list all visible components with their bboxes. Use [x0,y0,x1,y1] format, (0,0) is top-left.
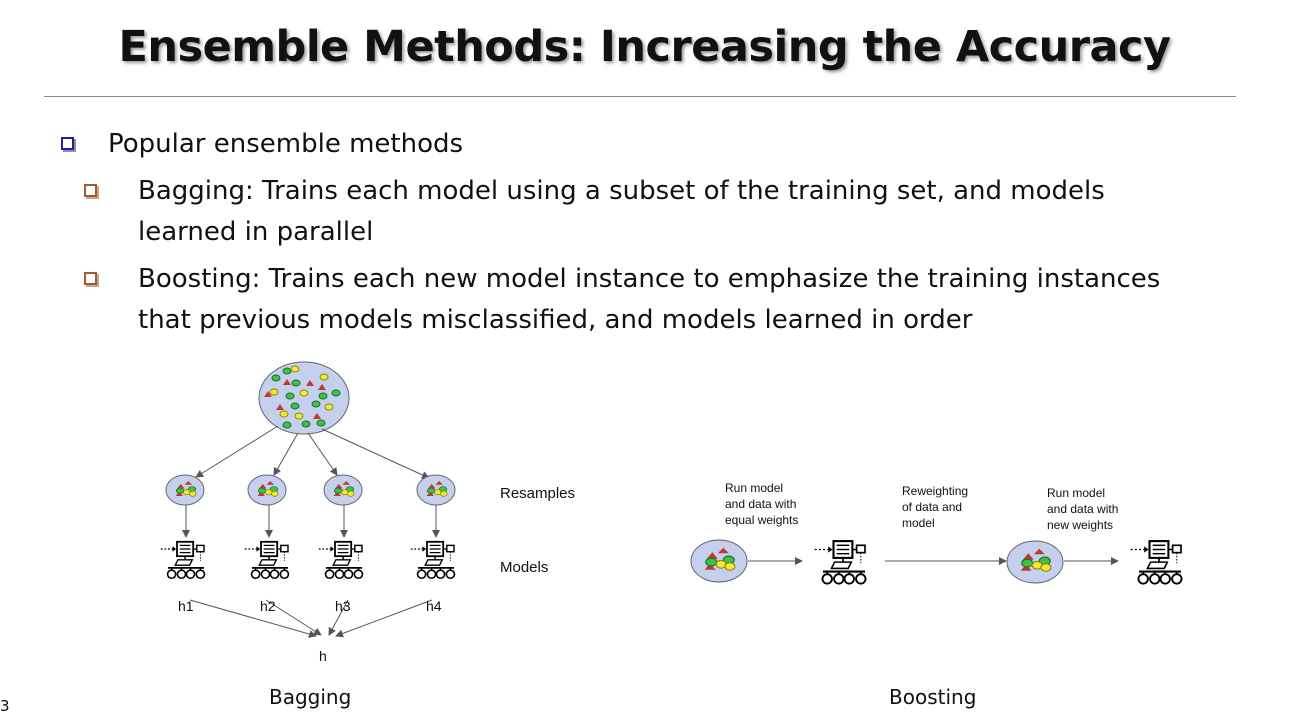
boosting-caption: Boosting [889,685,977,709]
boosting-model-1-icon [813,540,867,585]
hypothesis-label: h2 [260,598,276,614]
boosting-data-2 [1006,540,1064,584]
hypothesis-label: h1 [178,598,194,614]
model-robot-icon [243,540,290,580]
slide-title: Ensemble Methods: Increasing the Accurac… [118,22,1171,72]
bullet-popular-methods: Popular ensemble methods [108,129,464,159]
bullet-box-icon [61,137,74,150]
resample-4 [416,474,456,506]
resample-3 [323,474,363,506]
title-divider [44,96,1236,97]
bullet-box-icon [84,184,97,197]
bullet-boosting-line2: that previous models misclassified, and … [138,305,973,335]
boosting-step3-text: Run model and data with new weights [1047,486,1119,532]
resamples-label: Resamples [500,485,576,502]
boosting-model-2-icon [1129,540,1183,585]
bullet-boosting-line1: Boosting: Trains each new model instance… [138,264,1161,294]
boosting-data-1 [690,539,748,583]
boosting-step2-text: Reweighting of data and model [902,484,969,530]
bullet-bagging-line2: learned in parallel [138,217,374,247]
models-label: Models [500,559,549,576]
model-robot-icon [409,540,456,580]
training-set-ellipse [258,361,350,435]
hypothesis-label: h3 [335,598,351,614]
resample-2 [247,474,287,506]
bullet-bagging-line1: Bagging: Trains each model using a subse… [138,176,1105,206]
page-number: 3 [0,697,10,715]
bagging-caption: Bagging [269,685,352,709]
model-robot-icon [317,540,364,580]
boosting-step1-text: Run model and data with equal weights [725,481,799,527]
combined-hypothesis-label: h [319,648,327,664]
model-robot-icon [159,540,206,580]
bullet-box-icon [84,272,97,285]
hypothesis-label: h4 [426,598,442,614]
resample-1 [165,474,205,506]
